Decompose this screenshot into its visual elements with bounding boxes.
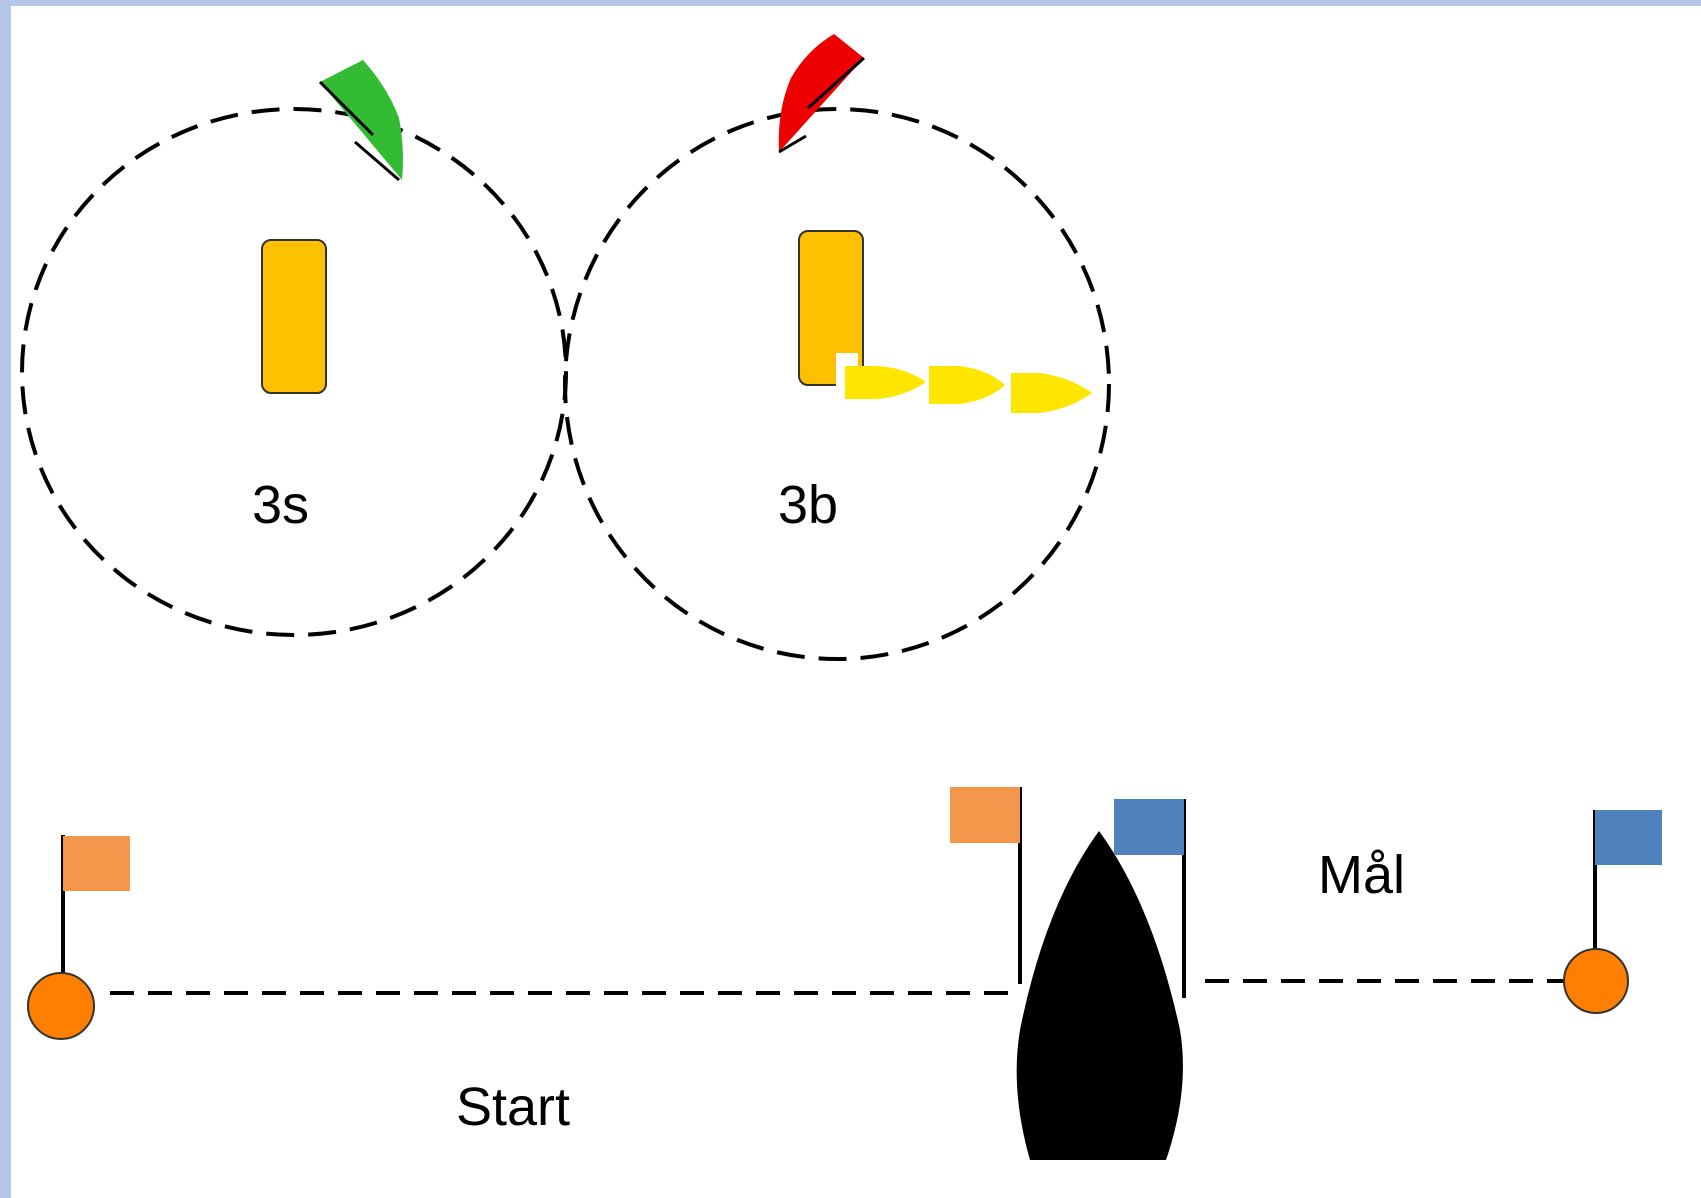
yellow-boat-3-icon xyxy=(1011,373,1092,413)
finish-buoy-icon xyxy=(1563,948,1629,1014)
mark-3s xyxy=(261,239,327,394)
mark-label-3s: 3s xyxy=(252,475,309,535)
committee-boat-icon xyxy=(1016,831,1183,1160)
frame-left-border xyxy=(0,0,11,1198)
finish-buoy-flag-icon xyxy=(1595,810,1662,865)
finish-label: Mål xyxy=(1318,845,1405,905)
red-boat-icon xyxy=(778,34,865,154)
frame-top-border xyxy=(0,0,1701,6)
zone-circle-3s xyxy=(20,107,568,637)
yellow-boat-2-icon xyxy=(929,366,1005,404)
yellow-boat-1-icon xyxy=(845,366,926,399)
start-label: Start xyxy=(456,1077,570,1137)
mark-3b xyxy=(798,230,864,386)
mark-label-3b: 3b xyxy=(778,475,838,535)
green-boat-icon xyxy=(318,60,403,182)
committee-blue-flag-icon xyxy=(1114,799,1184,855)
zone-circle-3b xyxy=(563,107,1111,661)
committee-orange-flag-icon xyxy=(950,787,1020,843)
start-buoy-icon xyxy=(27,972,95,1040)
start-buoy-flag-icon xyxy=(63,836,130,891)
